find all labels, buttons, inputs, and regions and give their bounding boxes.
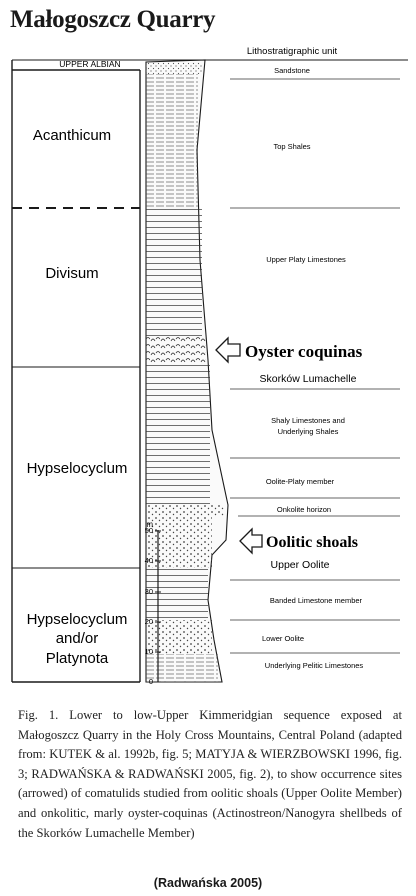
scale-tick-30: 30: [145, 587, 153, 596]
lithostratigraphic-unit-header: Lithostratigraphic unit: [247, 46, 338, 57]
zone-label-hypselocyclum: Hypselocyclum: [27, 460, 128, 477]
zone-label-platynota: Platynota: [46, 650, 109, 667]
figure-caption: Fig. 1. Lower to low-Upper Kimmeridgian …: [18, 706, 402, 843]
platy-limestone-beds: [146, 208, 202, 336]
scale-tick-0: 0: [149, 677, 153, 686]
unit-underlying-shales: Underlying Shales: [278, 427, 339, 436]
upper-albian-label: UPPER ALBIAN: [59, 59, 120, 69]
figure-caption-text: Fig. 1. Lower to low-Upper Kimmeridgian …: [18, 708, 402, 840]
unit-shaly-limestones: Shaly Limestones and: [271, 416, 345, 425]
scale-tick-40: 40: [145, 556, 153, 565]
scale-tick-10: 10: [145, 647, 153, 656]
stratigraphic-column-diagram: UPPER ALBIAN Lithostratigraphic unit Aca…: [11, 46, 408, 686]
callout-oolitic-shoals: Oolitic shoals: [266, 534, 358, 551]
unit-upper-oolite: Upper Oolite: [271, 559, 330, 571]
metre-scale: [155, 530, 161, 683]
zone-label-divisum: Divisum: [45, 265, 98, 282]
oyster-coquinas-arrow-icon: [215, 336, 241, 364]
unit-lower-oolite: Lower Oolite: [262, 634, 304, 643]
banded-limestone-beds: [146, 568, 208, 620]
shaly-limestone-beds: [146, 364, 210, 504]
upper-oolite-beds: [146, 516, 212, 568]
scale-unit-m: m: [146, 520, 153, 529]
figure-credit: (Radwańska 2005): [153, 876, 263, 890]
sandstone-bed: [146, 62, 202, 74]
scale-tick-50: 50: [145, 526, 153, 535]
unit-underlying-pelitic-limestones: Underlying Pelitic Limestones: [265, 661, 364, 670]
unit-boundaries: [230, 78, 400, 654]
zone-frame: [11, 60, 141, 683]
unit-top-shales: Top Shales: [273, 142, 310, 151]
callout-oyster-coquinas: Oyster coquinas: [245, 342, 363, 361]
unit-oolite-platy-member: Oolite-Platy member: [266, 477, 335, 486]
unit-skorkow-lumachelle: Skorków Lumachelle: [260, 373, 357, 385]
scale-tick-20: 20: [145, 617, 153, 626]
zone-label-hypselocyclum-2: Hypselocyclum: [27, 611, 128, 628]
page-title: Małogoszcz Quarry: [10, 6, 216, 33]
zone-label-acanthicum: Acanthicum: [33, 127, 111, 144]
coquina-beds: [146, 336, 206, 364]
unit-onkolite-horizon: Onkolite horizon: [277, 505, 331, 514]
unit-sandstone: Sandstone: [274, 66, 310, 75]
pelitic-limestone-beds: [146, 654, 218, 682]
top-shales-beds: [146, 74, 198, 208]
onkolite-bed: [146, 504, 224, 516]
unit-upper-platy-limestones: Upper Platy Limestones: [266, 255, 346, 264]
unit-banded-limestone-member: Banded Limestone member: [270, 596, 363, 605]
lower-oolite-beds: [146, 620, 212, 654]
zone-label-and-or: and/or: [56, 630, 99, 647]
oolitic-shoals-arrow-icon: [239, 527, 263, 555]
